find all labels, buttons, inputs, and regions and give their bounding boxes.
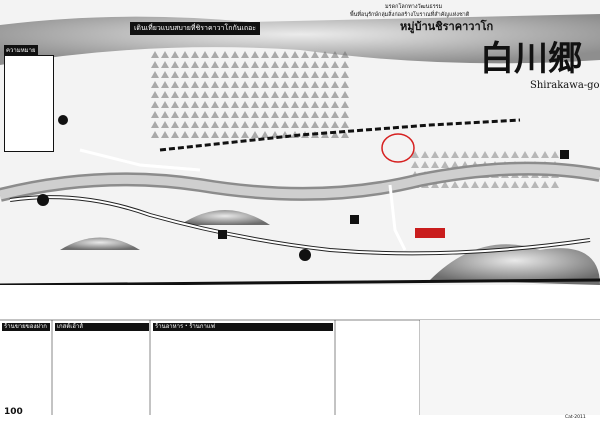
main-road <box>159 118 521 152</box>
section-restaurants: ร้านอาหาร・ร้านกาแฟ <box>153 323 333 332</box>
parking-icon-3 <box>560 150 569 159</box>
legend-column-3: ร้านอาหาร・ร้านกาแฟ <box>153 323 333 332</box>
river-surface <box>0 164 600 200</box>
southeast-hill <box>430 244 600 285</box>
route-marker-north <box>58 115 68 125</box>
route-marker-south <box>299 249 311 261</box>
expressway <box>0 278 600 287</box>
central-hill <box>180 210 270 225</box>
parking-icon-2 <box>350 215 359 224</box>
logo-roman: Shirakawa-go <box>530 80 600 91</box>
section-lodging: เกสต์เฮ้าส์ <box>55 323 149 332</box>
banner-right-line2: พื้นที่อนุรักษ์กลุ่มสิ่งก่อสร้างโบราณที่… <box>350 12 470 18</box>
legend-column-1: ร้านขายของฝาก <box>2 323 50 332</box>
parking-icon <box>218 230 227 239</box>
legend-column-2: เกสต์เฮ้าส์ <box>55 323 149 332</box>
footer-code: 100 <box>4 407 23 417</box>
banner-right-line1: มรดกโลกทางวัฒนธรรม <box>385 4 443 10</box>
west-road <box>79 148 201 172</box>
route-marker-west <box>37 194 49 206</box>
highlight-label-box <box>415 228 445 238</box>
map-legend-box <box>4 55 54 152</box>
corner-code: Cat-2011 <box>565 415 586 420</box>
logo-kanji: 白川郷 <box>480 39 582 79</box>
banner-left: เดินเที่ยวแบบสบายที่ชิราคาวาโกกันเถอะ <box>130 22 261 35</box>
route-156-center <box>9 196 591 255</box>
current-location-circle <box>381 133 415 163</box>
access-info-panel <box>420 320 600 415</box>
southwest-hill <box>60 237 140 250</box>
section-attractions: ร้านขายของฝาก <box>2 323 50 332</box>
banner-right-line3: หมู่บ้านชิราคาวาโก <box>400 20 494 33</box>
legend-title: ความหมาย <box>4 45 38 55</box>
bridge-road <box>388 184 407 251</box>
village-buildings-area <box>150 50 350 140</box>
